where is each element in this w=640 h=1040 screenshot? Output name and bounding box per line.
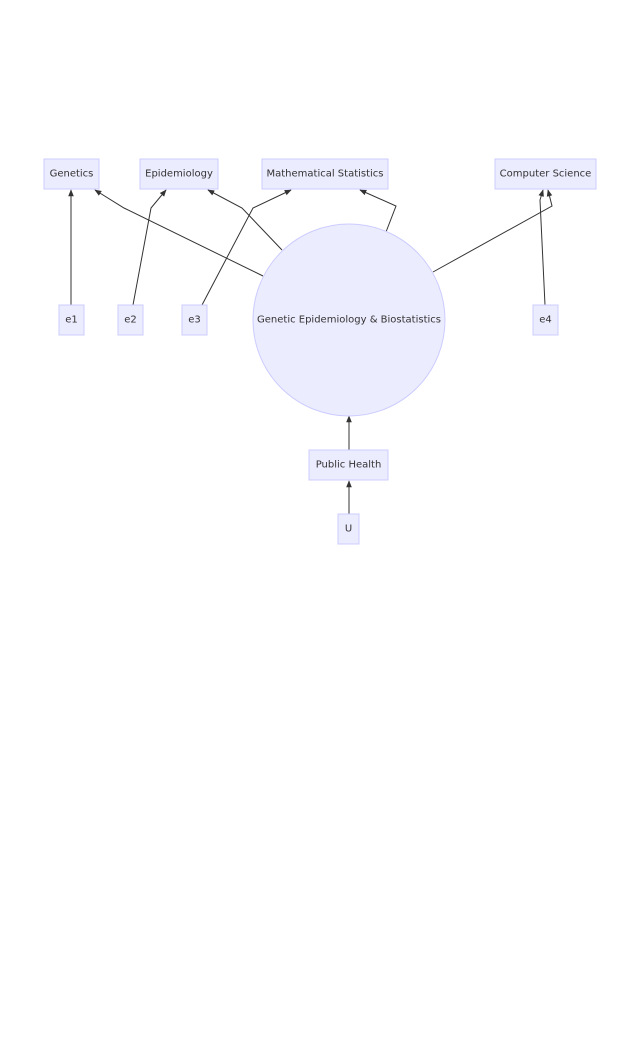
node-mathematical-statistics-label: Mathematical Statistics [266, 169, 383, 180]
node-computer-science-label: Computer Science [500, 169, 592, 180]
edges [68, 189, 553, 514]
edge-center-to-epidemiology [207, 189, 283, 251]
edge-center-to-math-statistics [359, 189, 397, 233]
node-genetics-label: Genetics [50, 169, 94, 180]
node-epidemiology-label: Epidemiology [145, 169, 213, 180]
node-e3-label: e3 [188, 315, 201, 326]
node-epidemiology: Epidemiology [139, 158, 219, 190]
node-e1: e1 [58, 304, 85, 336]
node-e2-label: e2 [124, 315, 137, 326]
edge-e2-to-epidemiology [132, 189, 167, 306]
edge-e4-to-computer-science [538, 189, 546, 306]
node-genetic-epidemiology-biostatistics: Genetic Epidemiology & Biostatistics [252, 223, 446, 417]
edge-e3-to-math-statistics [201, 189, 292, 306]
node-public-health-label: Public Health [316, 460, 382, 471]
node-genetics: Genetics [43, 158, 100, 190]
node-e4-label: e4 [539, 315, 552, 326]
edge-center-to-genetics [94, 189, 264, 277]
node-computer-science: Computer Science [494, 158, 597, 190]
node-u-label: U [345, 524, 352, 535]
node-e3: e3 [181, 304, 208, 336]
edge-center-to-computer-science [432, 189, 553, 273]
node-mathematical-statistics: Mathematical Statistics [261, 158, 389, 190]
node-e4: e4 [532, 304, 559, 336]
node-e2: e2 [117, 304, 144, 336]
node-u: U [337, 513, 360, 545]
node-center-label: Genetic Epidemiology & Biostatistics [257, 315, 441, 326]
node-public-health: Public Health [308, 449, 389, 481]
node-e1-label: e1 [65, 315, 78, 326]
